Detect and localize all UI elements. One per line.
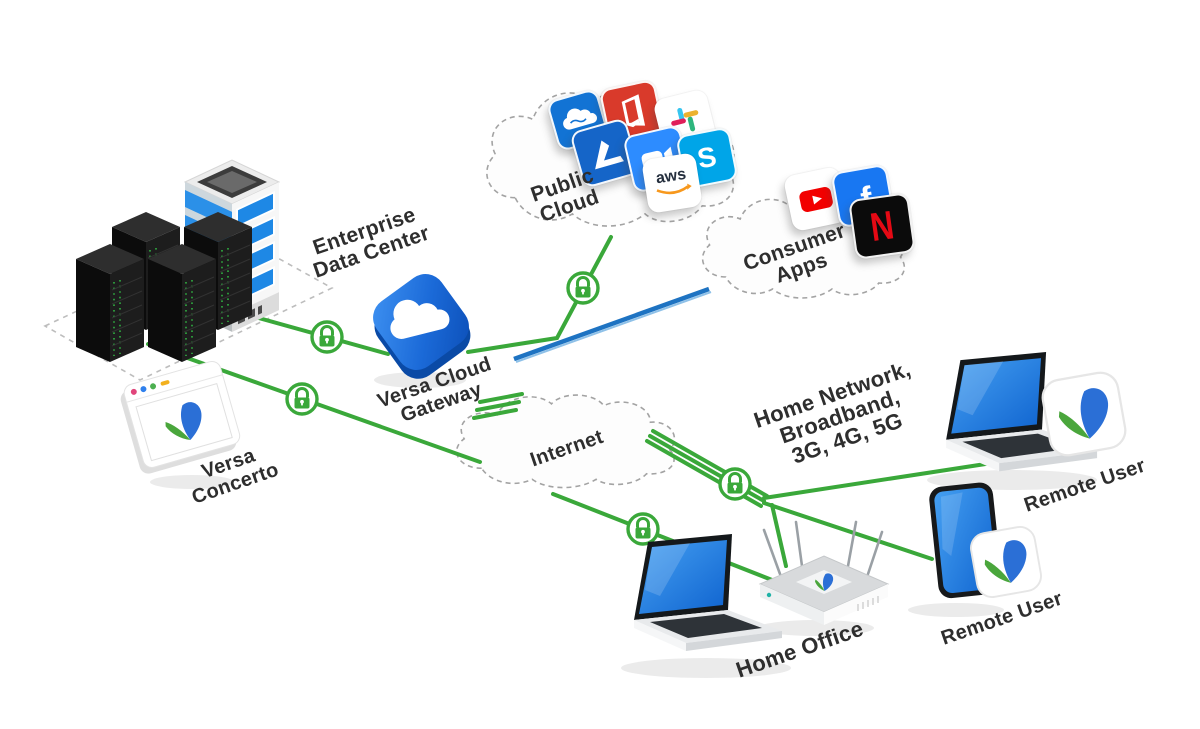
netflix-letter: N	[867, 201, 897, 250]
skype-letter: S	[694, 140, 720, 175]
versa-client-badge	[969, 525, 1044, 600]
padlock-icon	[626, 512, 660, 546]
link-gateway-consumer-apps	[513, 286, 712, 363]
slack-icon	[652, 88, 718, 154]
padlock-icon	[310, 320, 344, 354]
aws-icon: aws	[641, 152, 703, 214]
versa-cloud-gateway-icon	[373, 274, 471, 379]
azure-icon	[569, 117, 641, 189]
home-office-laptop	[634, 534, 782, 651]
netflix-icon: N	[848, 192, 916, 260]
link-to-remote-laptop	[762, 461, 994, 500]
youtube-icon	[782, 165, 850, 233]
office365-icon	[598, 78, 666, 146]
home-office-router	[758, 520, 890, 625]
webex-icon	[545, 87, 611, 153]
versa-client-badge	[1040, 370, 1128, 458]
padlock-icon	[566, 271, 600, 305]
versa-concerto-window	[120, 360, 241, 474]
datacenter-illustration	[75, 159, 281, 363]
link-to-remote-phone	[762, 501, 934, 561]
link-gateway-public-cloud	[466, 235, 613, 354]
link-to-home-router	[770, 503, 788, 568]
padlock-icon	[285, 382, 319, 416]
cloud-glyph	[390, 299, 450, 339]
server-racks	[75, 211, 253, 363]
padlock-icon	[718, 467, 752, 501]
